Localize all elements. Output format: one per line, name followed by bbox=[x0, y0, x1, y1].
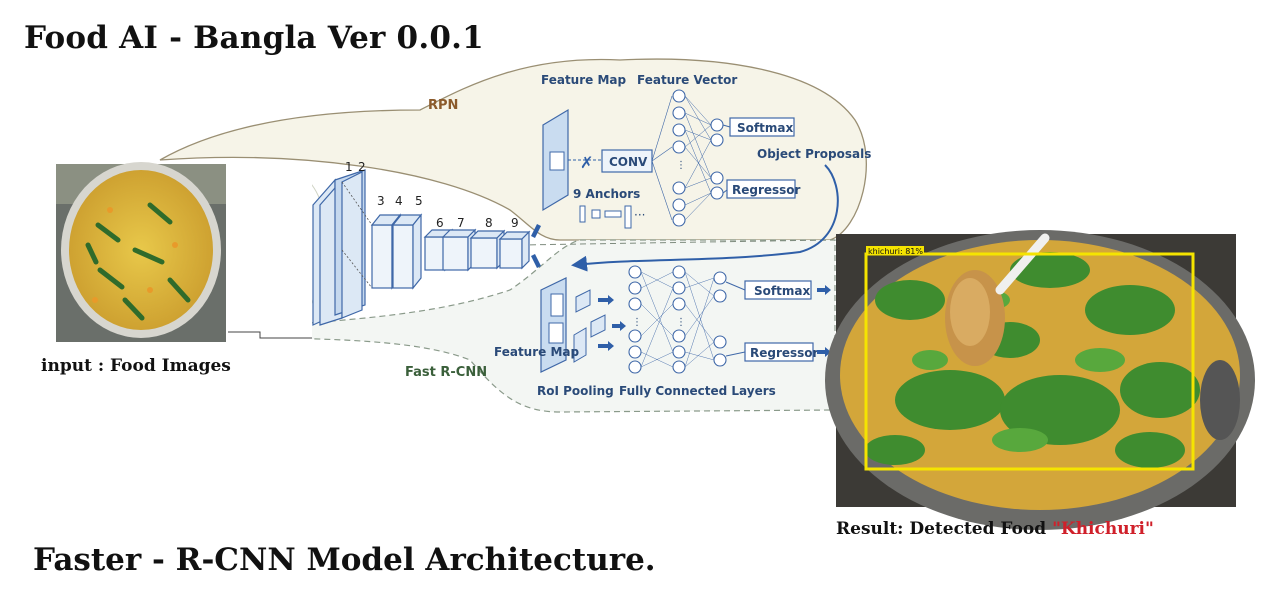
svg-text:Feature Map: Feature Map bbox=[541, 73, 627, 87]
svg-text:Regressor: Regressor bbox=[750, 346, 819, 360]
svg-text:⋮: ⋮ bbox=[676, 160, 686, 171]
svg-text:8: 8 bbox=[485, 216, 493, 230]
svg-text:4: 4 bbox=[395, 194, 403, 208]
result-caption-prefix: Result: Detected Food bbox=[836, 519, 1047, 539]
svg-text:9: 9 bbox=[511, 216, 519, 230]
footer-title: Faster - R-CNN Model Architecture. bbox=[33, 542, 656, 578]
svg-text:7: 7 bbox=[457, 216, 465, 230]
svg-text:6: 6 bbox=[436, 216, 444, 230]
fast-rcnn-label: Fast R-CNN bbox=[405, 365, 487, 380]
svg-text:3: 3 bbox=[377, 194, 385, 208]
svg-text:···: ··· bbox=[634, 208, 645, 222]
result-caption: Result: Detected Food "Khichuri" bbox=[836, 519, 1154, 539]
svg-text:⋮: ⋮ bbox=[632, 317, 642, 328]
input-food-image bbox=[56, 162, 226, 342]
svg-text:Regressor: Regressor bbox=[732, 183, 801, 197]
svg-text:Fully Connected Layers: Fully Connected Layers bbox=[619, 384, 776, 398]
svg-text:5: 5 bbox=[415, 194, 423, 208]
svg-text:⋮: ⋮ bbox=[676, 317, 686, 328]
input-caption: input : Food Images bbox=[41, 356, 231, 376]
page-title: Food AI - Bangla Ver 0.0.1 bbox=[24, 20, 484, 56]
svg-text:RoI Pooling: RoI Pooling bbox=[537, 384, 614, 398]
svg-text:2: 2 bbox=[358, 160, 366, 174]
white-mask bbox=[226, 162, 312, 340]
layer-numbers: 1 2 3 4 5 6 7 8 9 bbox=[345, 160, 519, 230]
fast-rcnn-internals: Feature Map RoI Pooling ⋮ ⋮ Fully Connec… bbox=[494, 265, 831, 398]
svg-text:Feature Vector: Feature Vector bbox=[637, 73, 737, 87]
svg-text:Softmax: Softmax bbox=[737, 121, 793, 135]
svg-text:Object Proposals: Object Proposals bbox=[757, 147, 871, 161]
svg-text:CONV: CONV bbox=[609, 155, 648, 169]
detection-label: khichuri: 81% bbox=[868, 247, 923, 256]
split-arrows bbox=[531, 224, 541, 268]
rpn-internals: Feature Map ✗ CONV Feature Vector 9 Anch… bbox=[541, 73, 871, 272]
detection-label-bg bbox=[866, 246, 924, 255]
svg-text:1: 1 bbox=[345, 160, 353, 174]
cnn-layers bbox=[312, 169, 531, 326]
result-food-image bbox=[825, 230, 1255, 530]
svg-text:✗: ✗ bbox=[580, 153, 593, 172]
svg-text:Feature Map: Feature Map bbox=[494, 345, 580, 359]
svg-text:9 Anchors: 9 Anchors bbox=[573, 187, 640, 201]
rpn-label: RPN bbox=[428, 98, 458, 113]
detection-box bbox=[864, 252, 1195, 471]
svg-text:Softmax: Softmax bbox=[754, 284, 810, 298]
result-food-name: "Khichuri" bbox=[1052, 519, 1154, 539]
